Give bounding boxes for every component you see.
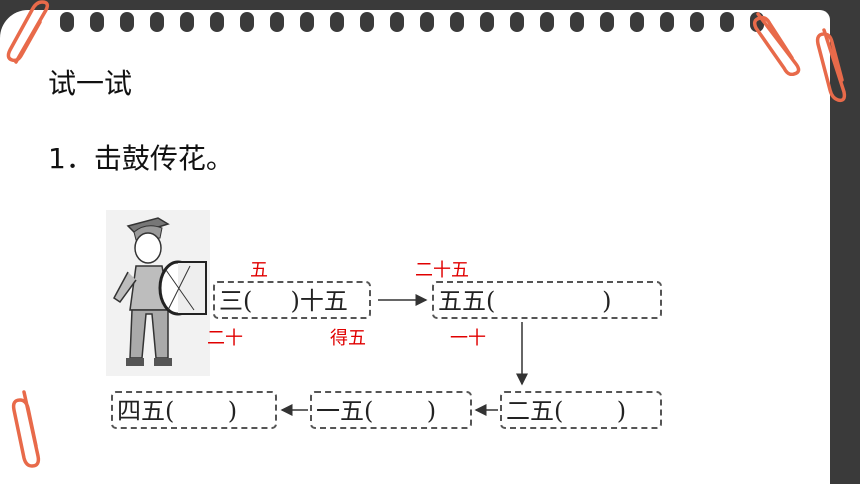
chain-box-3: 二五( ): [500, 391, 662, 429]
answer-ershi: 二十: [207, 328, 243, 349]
chain-box-1: 三( )十五: [213, 281, 371, 319]
chain-box-5: 四五( ): [111, 391, 277, 429]
paperclip-icon: [752, 12, 801, 76]
answer-wu: 五: [250, 260, 268, 281]
answer-dewu: 得五: [330, 328, 366, 349]
chain-box-2: 五五( ): [432, 281, 662, 319]
question-text: 1．击鼓传花。: [48, 142, 234, 175]
answer-yishi: 一十: [450, 328, 486, 349]
paperclip-icon: [815, 28, 847, 103]
paperclip-icon: [11, 390, 41, 468]
binder-holes: [60, 12, 764, 32]
section-heading: 试一试: [48, 67, 133, 100]
drummer-illustration: [106, 210, 210, 376]
chain-box-4: 一五( ): [310, 391, 472, 429]
answer-ershiwu: 二十五: [415, 260, 469, 281]
paperclip-icon: [6, 0, 50, 64]
